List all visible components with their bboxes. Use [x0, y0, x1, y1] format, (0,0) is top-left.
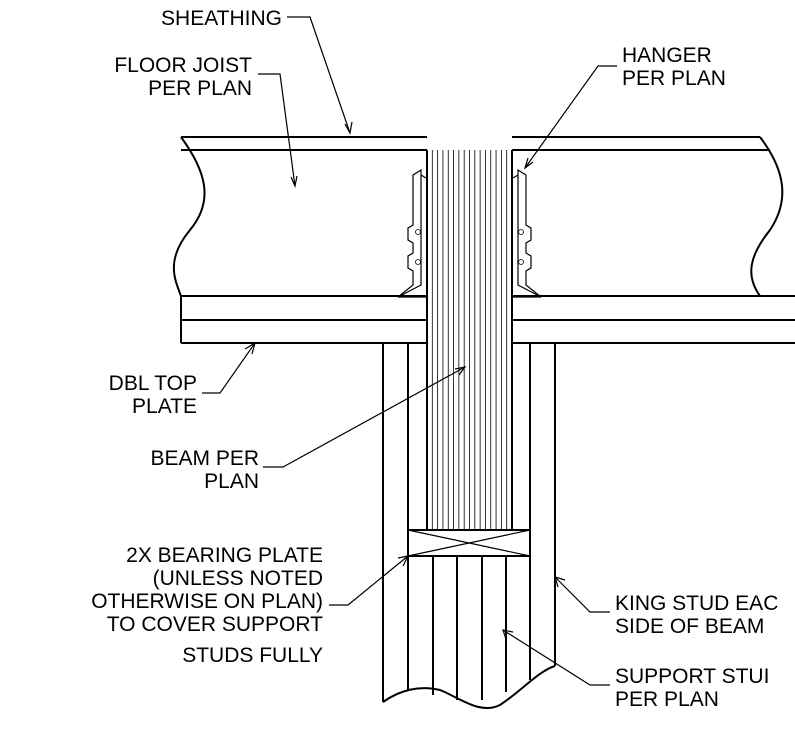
beam-label-line1: BEAM PER — [150, 447, 259, 470]
hanger-left — [397, 168, 427, 298]
leader-lines — [202, 16, 617, 686]
king-stud-label-line1: KING STUD EAC — [615, 592, 778, 615]
king-stud-label-line2: SIDE OF BEAM — [615, 615, 764, 638]
double-top-plate — [180, 296, 795, 344]
support-studs — [432, 556, 507, 700]
bearing-plate-label-line3: OTHERWISE ON PLAN) — [91, 590, 323, 613]
floor-joist-left — [172, 136, 427, 297]
hanger-label-line1: HANGER — [622, 44, 712, 67]
floor-joist-label-line2: PER PLAN — [148, 77, 252, 100]
break-line — [382, 665, 556, 710]
floor-joist-label-line1: FLOOR JOIST — [114, 54, 252, 77]
king-studs — [382, 343, 556, 702]
bearing-plate-label-line2: (UNLESS NOTED — [153, 567, 323, 590]
sheathing-label: SHEATHING — [161, 7, 282, 30]
beam — [426, 150, 513, 530]
floor-joist-right — [512, 136, 795, 297]
dbl-top-plate-label-line2: PLATE — [132, 395, 197, 418]
beam-label-line2: PLAN — [204, 470, 259, 493]
bearing-plate — [407, 529, 531, 557]
hanger-label-line2: PER PLAN — [622, 67, 726, 90]
dbl-top-plate-label-line1: DBL TOP — [109, 372, 197, 395]
support-studs-label-line1: SUPPORT STUI — [615, 665, 769, 688]
support-studs-label-line2: PER PLAN — [615, 688, 719, 711]
bearing-plate-label-line5: STUDS FULLY — [182, 644, 323, 667]
hanger-right — [512, 168, 542, 298]
beam-grain-lines — [431, 150, 508, 530]
bearing-plate-label-line1: 2X BEARING PLATE — [126, 544, 323, 567]
bearing-plate-label-line4: TO COVER SUPPORT — [107, 613, 323, 636]
